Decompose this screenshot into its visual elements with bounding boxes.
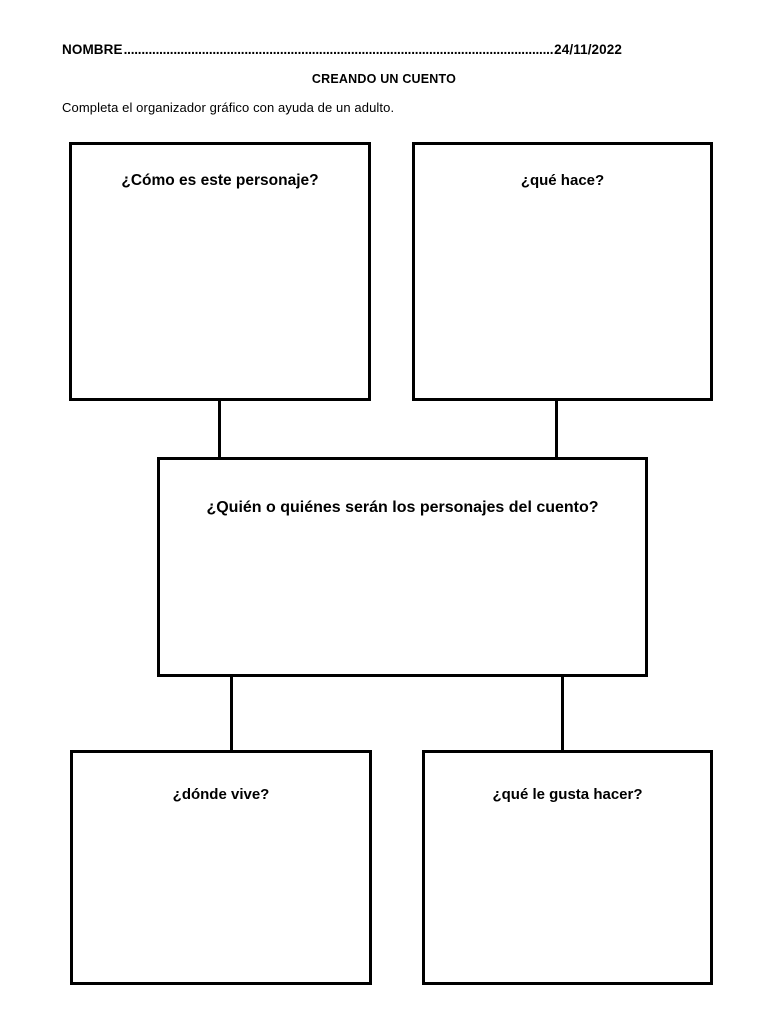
connector-hace-to-quien <box>555 400 558 458</box>
organizer-box-label: ¿qué hace? <box>520 172 605 189</box>
organizer-box-label: ¿Quién o quiénes serán los personajes de… <box>206 499 599 516</box>
dotted-leader: ........................................… <box>123 42 554 57</box>
date-text: 24/11/2022 <box>554 42 622 57</box>
organizer-box-que-le-gusta-hacer[interactable]: ¿qué le gusta hacer? <box>422 750 713 985</box>
connector-quien-to-gusta <box>561 676 564 751</box>
organizer-box-como-es-este-personaje[interactable]: ¿Cómo es este personaje? <box>69 142 371 401</box>
name-label: NOMBRE <box>62 42 123 57</box>
connector-quien-to-donde <box>230 676 233 751</box>
name-date-line: NOMBRE .................................… <box>62 42 622 62</box>
page-title: CREANDO UN CUENTO <box>311 72 457 86</box>
organizer-box-label: ¿dónde vive? <box>172 786 270 803</box>
organizer-box-que-hace[interactable]: ¿qué hace? <box>412 142 713 401</box>
organizer-box-label: ¿qué le gusta hacer? <box>492 786 643 803</box>
instruction-text: Completa el organizador gráfico con ayud… <box>62 100 395 115</box>
organizer-box-donde-vive[interactable]: ¿dónde vive? <box>70 750 372 985</box>
connector-como-to-quien <box>218 400 221 458</box>
organizer-box-label: ¿Cómo es este personaje? <box>121 172 319 189</box>
organizer-box-quien-o-quienes[interactable]: ¿Quién o quiénes serán los personajes de… <box>157 457 648 677</box>
